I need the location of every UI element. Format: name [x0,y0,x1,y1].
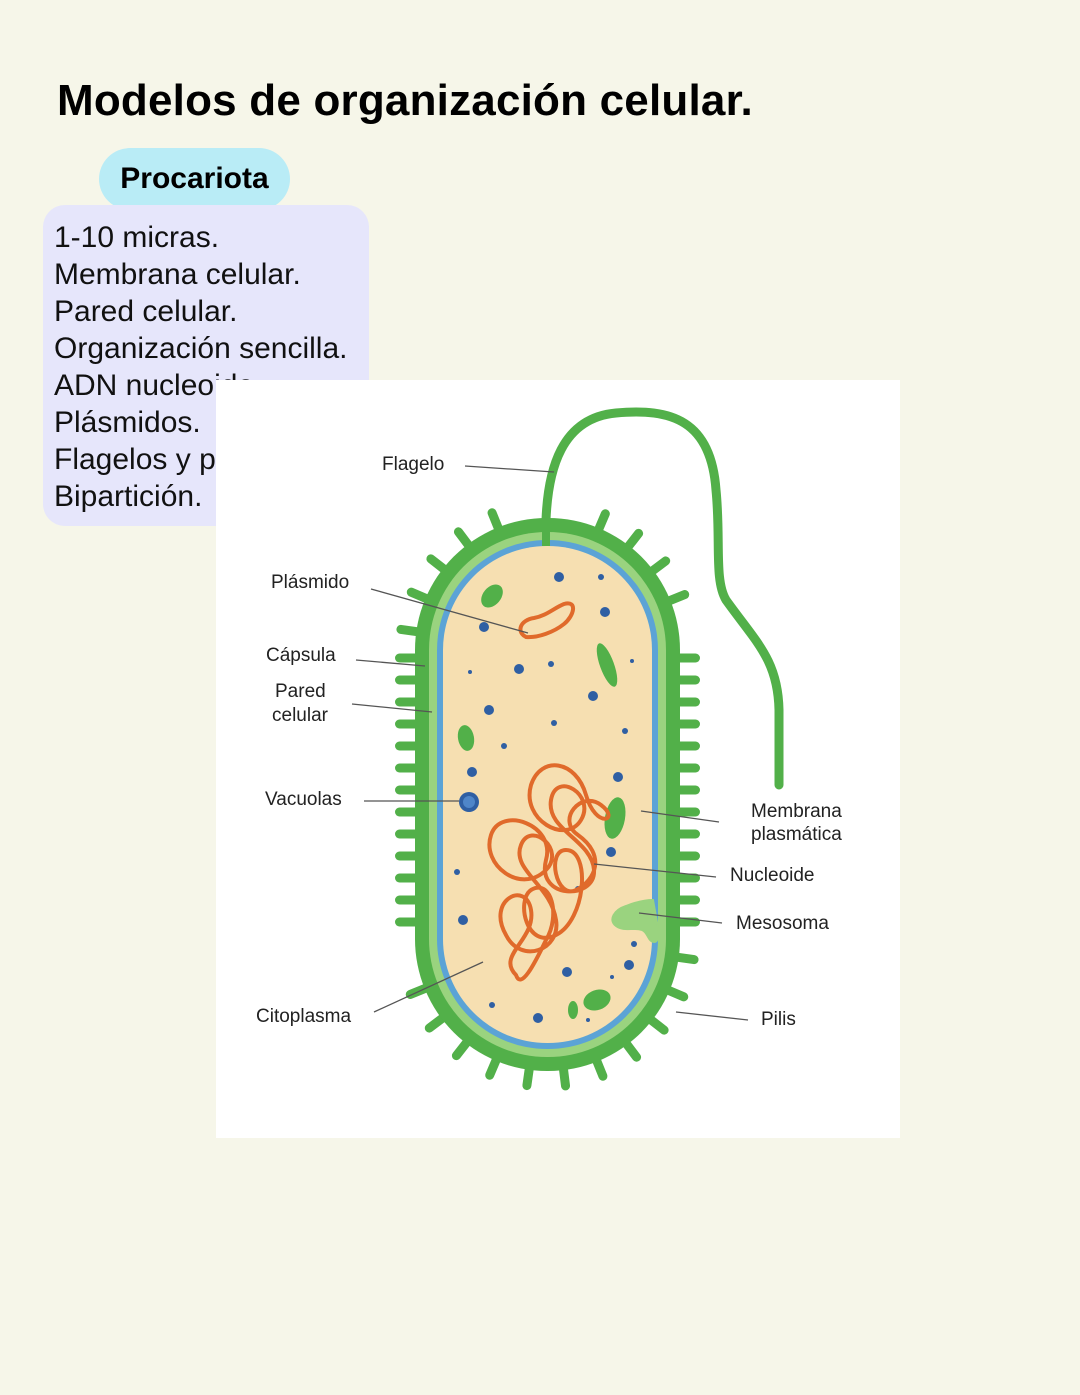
plasmid [518,601,575,640]
feature-item: Membrana celular. [54,258,301,291]
inclusion [481,584,503,608]
mesosome [611,898,660,944]
label-citoplasma: Citoplasma [256,1006,351,1027]
procariota-tag: Procariota [99,148,290,210]
label-pared-1: Pared [275,681,326,702]
label-vacuolas: Vacuolas [265,789,342,810]
flagellum [541,407,784,790]
page-title: Modelos de organización celular. [57,76,753,125]
label-pared-2: celular [272,705,329,726]
flagellum-base [542,518,550,546]
nucleoid-dna [487,763,611,982]
inclusion [457,725,475,751]
feature-item: Bipartición. [54,480,203,513]
label-membrana-2: plasmática [751,824,842,845]
label-mesosoma: Mesosoma [736,913,829,934]
label-flagelo: Flagelo [382,454,444,475]
feature-item: Organización sencilla. [54,332,348,365]
label-plasmido: Plásmido [271,572,349,593]
inclusion [583,989,611,1011]
label-nucleoide: Nucleoide [730,865,815,886]
cytoplasm [443,546,652,1043]
features-box: 1-10 micras. Membrana celular. Pared cel… [43,205,369,526]
feature-item: 1-10 micras. [54,221,220,254]
prokaryote-cell-diagram: Flagelo Plásmido Cápsula Pared celular V… [216,380,900,1138]
vacuole-highlight [463,796,475,808]
feature-item: Pared celular. [54,295,238,328]
label-membrana-1: Membrana [751,801,842,822]
feature-item: Plásmidos. [54,406,201,439]
leader-lines [351,465,749,1021]
inclusion [604,797,626,839]
inclusion [596,643,618,687]
label-capsula: Cápsula [266,645,336,666]
inclusion [568,1001,578,1019]
cell-svg: Flagelo Plásmido Cápsula Pared celular V… [256,407,842,1091]
label-pilis: Pilis [761,1009,796,1030]
